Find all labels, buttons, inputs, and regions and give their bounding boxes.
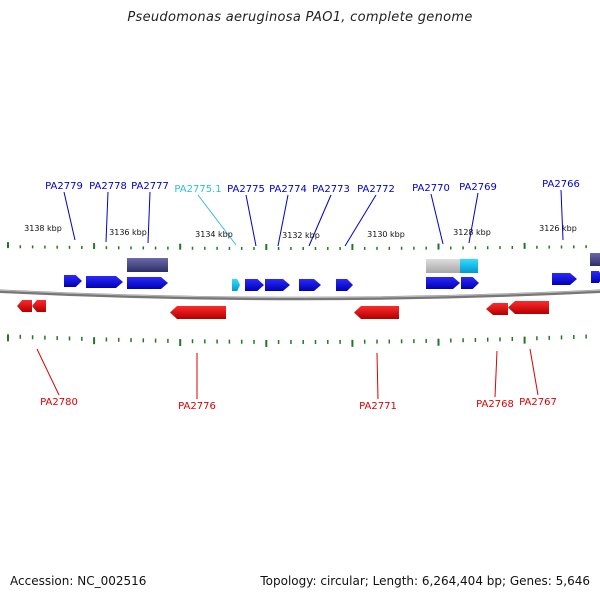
leader-line [529, 348, 539, 396]
gene-label-pa2771[interactable]: PA2771 [359, 401, 397, 412]
leader-line [245, 194, 257, 247]
reverse-gene-arrow [170, 306, 226, 319]
scale-label: 3132 kbp [282, 231, 320, 240]
gene-features [17, 253, 600, 319]
gene-label-pa2770[interactable]: PA2770 [412, 183, 450, 194]
genome-summary-text: Topology: circular; Length: 6,264,404 bp… [260, 574, 590, 588]
gene-label-pa2769[interactable]: PA2769 [459, 182, 497, 193]
ncrna-gene-arrow [232, 279, 240, 291]
label-leader-lines [36, 189, 564, 400]
forward-gene-arrow [265, 279, 290, 291]
scale-label: 3126 kbp [539, 224, 577, 233]
leader-line [376, 352, 379, 400]
forward-gene-arrow [552, 273, 577, 285]
reverse-gene-arrow [486, 303, 508, 315]
scale-ticks [7, 242, 587, 347]
forward-gene-arrow [64, 275, 82, 287]
leader-line [277, 194, 289, 247]
cyan-feature-box [460, 259, 478, 273]
gray-feature-box [426, 259, 460, 273]
gene-label-pa2766[interactable]: PA2766 [542, 179, 580, 190]
forward-gene-arrow [336, 279, 353, 291]
scale-label: 3128 kbp [453, 228, 491, 237]
dark-feature-box [590, 253, 600, 266]
gene-label-pa2775[interactable]: PA2775 [227, 184, 265, 195]
gene-label-pa2773[interactable]: PA2773 [312, 184, 350, 195]
gene-label-pa2772[interactable]: PA2772 [357, 184, 395, 195]
leader-line [430, 193, 444, 245]
reverse-gene-arrow [17, 300, 32, 312]
gene-label-pa2777[interactable]: PA2777 [131, 181, 169, 192]
forward-gene-arrow [591, 271, 600, 283]
leader-line [63, 191, 76, 241]
forward-gene-arrow [426, 277, 460, 289]
backbone-line [0, 289, 600, 301]
leader-line [147, 191, 151, 244]
gene-label-pa2776[interactable]: PA2776 [178, 401, 216, 412]
map-title: Pseudomonas aeruginosa PAO1, complete ge… [127, 10, 473, 25]
reverse-gene-arrow [354, 306, 399, 319]
reverse-gene-arrow [32, 300, 46, 312]
genome-backbone [0, 289, 600, 301]
gene-label-pa2774[interactable]: PA2774 [269, 184, 307, 195]
gene-label-pa2778[interactable]: PA2778 [89, 181, 127, 192]
leader-line [560, 189, 564, 241]
accession-text: Accession: NC_002516 [10, 574, 147, 588]
forward-gene-arrow [245, 279, 264, 291]
reverse-gene-arrow [508, 301, 549, 314]
dark-feature-box [127, 258, 168, 272]
leader-line [468, 192, 479, 244]
forward-gene-arrow [127, 277, 168, 289]
forward-gene-arrow [299, 279, 321, 291]
forward-gene-arrow [461, 277, 479, 289]
forward-gene-arrow [86, 276, 123, 288]
leader-line [344, 194, 377, 247]
leader-line [494, 350, 498, 398]
gene-label-pa2768[interactable]: PA2768 [476, 399, 514, 410]
leader-line [105, 191, 109, 243]
gene-label-pa2775.1[interactable]: PA2775.1 [174, 184, 221, 195]
gene-label-pa2779[interactable]: PA2779 [45, 181, 83, 192]
gene-label-pa2780[interactable]: PA2780 [40, 397, 78, 408]
scale-label: 3136 kbp [109, 228, 147, 237]
leader-line [197, 194, 237, 246]
backbone-highlight [0, 289, 600, 298]
scale-label: 3130 kbp [367, 230, 405, 239]
leader-line [36, 348, 60, 396]
leader-line [308, 194, 332, 247]
gene-label-pa2767[interactable]: PA2767 [519, 397, 557, 408]
scale-label: 3134 kbp [195, 230, 233, 239]
scale-label: 3138 kbp [24, 224, 62, 233]
scale-labels: 3138 kbp 3136 kbp 3134 kbp 3132 kbp 3130 kbp… [24, 224, 577, 240]
